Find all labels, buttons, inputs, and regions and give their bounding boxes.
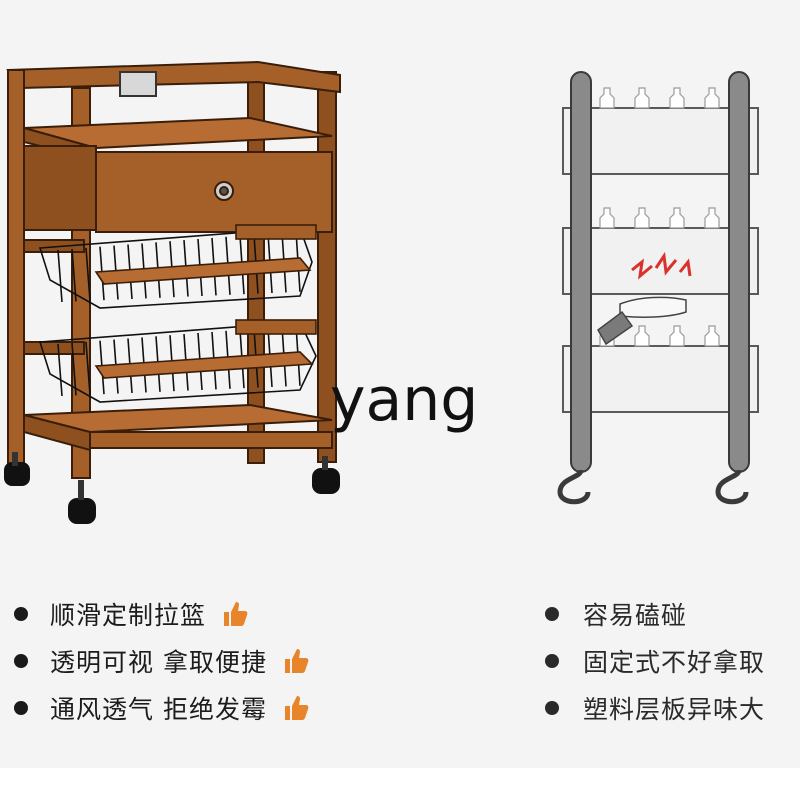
feature-label: 固定式不好拿取 xyxy=(583,647,766,677)
bottle xyxy=(704,87,720,109)
bottle xyxy=(704,325,720,347)
bottle xyxy=(669,207,685,229)
bottle xyxy=(669,87,685,109)
feature-label: 通风透气 拒绝发霉 xyxy=(50,694,267,724)
list-item: 顺滑定制拉篮 xyxy=(14,590,311,637)
thumbs-up-icon xyxy=(224,601,248,626)
alarm-icon xyxy=(631,251,692,280)
wire-basket-lower xyxy=(38,319,317,403)
list-item: 塑料层板异味大 xyxy=(545,684,765,731)
bottle xyxy=(599,207,615,229)
basket-wire xyxy=(57,343,63,397)
bottom-band xyxy=(0,768,800,800)
basket-wire xyxy=(57,249,63,303)
watermark-text: yang xyxy=(330,365,479,435)
bullet-dot xyxy=(14,606,28,621)
feature-label: 塑料层板异味大 xyxy=(583,694,766,724)
wire-basket-upper xyxy=(38,224,317,309)
bullet-dot xyxy=(545,700,559,715)
basket-wire xyxy=(85,247,91,301)
bullet-dot xyxy=(545,606,559,621)
list-item: 固定式不好拿取 xyxy=(545,637,765,684)
hand-reaching xyxy=(597,296,687,346)
bullet-dot xyxy=(14,700,28,715)
list-item: 通风透气 拒绝发霉 xyxy=(14,684,311,731)
bottle xyxy=(599,87,615,109)
thumbs-up-icon xyxy=(284,648,309,673)
illustration xyxy=(4,60,759,524)
basket-wire xyxy=(71,248,77,302)
bottle xyxy=(669,325,685,347)
thumbs-up-icon xyxy=(284,695,309,720)
feature-label: 透明可视 拿取便捷 xyxy=(50,647,267,677)
list-item: 透明可视 拿取便捷 xyxy=(14,637,311,684)
plastic-rack xyxy=(557,71,759,505)
casters xyxy=(4,452,340,524)
basket-wire xyxy=(85,341,91,395)
bottle xyxy=(634,87,650,109)
feature-label: 容易磕碰 xyxy=(583,600,688,630)
bottle xyxy=(704,207,720,229)
disadvantages-list: 容易磕碰 固定式不好拿取 塑料层板异味大 xyxy=(545,590,765,731)
bullet-dot xyxy=(14,653,28,668)
bottle xyxy=(634,325,650,347)
feature-label: 顺滑定制拉篮 xyxy=(50,600,207,630)
bullet-dot xyxy=(545,653,559,668)
basket-wire xyxy=(71,342,77,396)
list-item: 容易磕碰 xyxy=(545,590,765,637)
advantages-list: 顺滑定制拉篮 透明可视 拿取便捷 通风透气 拒绝发霉 xyxy=(14,590,311,731)
bottle xyxy=(634,207,650,229)
